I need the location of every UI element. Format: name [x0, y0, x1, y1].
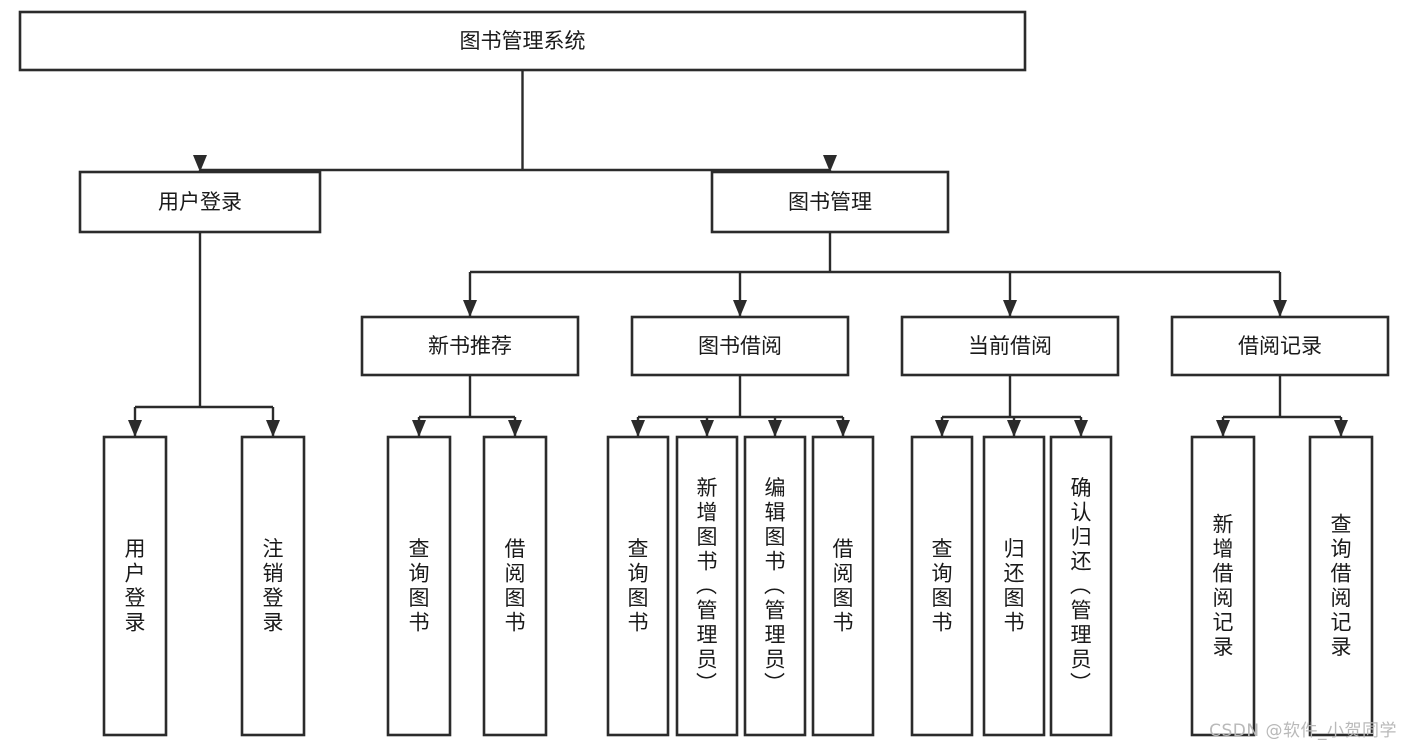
node-leaf-return-book[interactable]: 归还图书 — [982, 435, 1046, 737]
arrow-head-icon — [935, 420, 949, 437]
node-label: 查询图书 — [409, 537, 430, 635]
node-box — [482, 435, 548, 737]
node-box — [630, 315, 850, 377]
arrow-head-icon — [836, 420, 850, 437]
node-new-book-recommend[interactable]: 新书推荐 — [360, 315, 580, 377]
arrow-head-icon — [1074, 420, 1088, 437]
arrow-head-icon — [631, 420, 645, 437]
node-box — [1308, 435, 1374, 737]
node-box — [240, 435, 306, 737]
node-label: 查询图书 — [932, 537, 953, 635]
node-label: 借阅图书 — [833, 537, 854, 635]
node-label: 借阅记录 — [1238, 334, 1322, 358]
node-box — [811, 435, 875, 737]
watermark-text: CSDN @软件_小贺同学 — [1209, 721, 1397, 741]
node-label: 查询借阅记录 — [1331, 513, 1352, 660]
arrow-head-icon — [1334, 420, 1348, 437]
node-leaf-user-login[interactable]: 用户登录 — [102, 435, 168, 737]
node-leaf-confirm-return-admin[interactable]: 确认归还（管理员） — [1049, 435, 1113, 737]
arrow-head-icon — [412, 420, 426, 437]
node-leaf-logout-login[interactable]: 注销登录 — [240, 435, 306, 737]
node-root[interactable]: 图书管理系统 — [18, 10, 1027, 72]
node-box — [386, 435, 452, 737]
node-box — [743, 435, 807, 737]
node-book-borrow[interactable]: 图书借阅 — [630, 315, 850, 377]
node-box — [18, 10, 1027, 72]
diagram-nodes: 图书管理系统用户登录图书管理新书推荐图书借阅当前借阅借阅记录用户登录注销登录查询… — [18, 10, 1390, 737]
node-label: 查询图书 — [628, 537, 649, 635]
node-borrow-record[interactable]: 借阅记录 — [1170, 315, 1390, 377]
node-label: 图书管理系统 — [460, 29, 586, 53]
node-box — [1170, 315, 1390, 377]
node-box — [360, 315, 580, 377]
node-leaf-query-borrow-record[interactable]: 查询借阅记录 — [1308, 435, 1374, 737]
arrow-head-icon — [768, 420, 782, 437]
node-leaf-add-book-admin[interactable]: 新增图书（管理员） — [675, 435, 739, 737]
arrow-head-icon — [193, 155, 207, 172]
node-current-borrow[interactable]: 当前借阅 — [900, 315, 1120, 377]
node-box — [982, 435, 1046, 737]
arrow-head-icon — [1273, 300, 1287, 317]
arrow-head-icon — [463, 300, 477, 317]
node-label: 用户登录 — [158, 190, 242, 214]
node-label: 用户登录 — [125, 537, 146, 635]
node-box — [710, 170, 950, 234]
arrow-head-icon — [1007, 420, 1021, 437]
node-box — [606, 435, 670, 737]
node-label: 编辑图书（管理员） — [764, 476, 786, 696]
node-leaf-edit-book-admin[interactable]: 编辑图书（管理员） — [743, 435, 807, 737]
node-label: 借阅图书 — [505, 537, 526, 635]
node-box — [675, 435, 739, 737]
arrow-head-icon — [128, 420, 142, 437]
node-leaf-query-book-2[interactable]: 查询图书 — [606, 435, 670, 737]
arrow-head-icon — [733, 300, 747, 317]
node-leaf-borrow-book-2[interactable]: 借阅图书 — [811, 435, 875, 737]
node-label: 注销登录 — [263, 537, 284, 635]
node-box — [910, 435, 974, 737]
node-box — [1190, 435, 1256, 737]
node-box — [900, 315, 1120, 377]
node-leaf-query-book-3[interactable]: 查询图书 — [910, 435, 974, 737]
node-label: 图书管理 — [788, 190, 872, 214]
node-label: 图书借阅 — [698, 334, 782, 358]
arrow-head-icon — [700, 420, 714, 437]
connector-lines — [128, 70, 1348, 437]
node-user-login[interactable]: 用户登录 — [78, 170, 322, 234]
arrow-head-icon — [823, 155, 837, 172]
node-box — [102, 435, 168, 737]
node-label: 当前借阅 — [968, 334, 1052, 358]
node-label: 新书推荐 — [428, 334, 512, 358]
arrow-head-icon — [508, 420, 522, 437]
node-book-manage[interactable]: 图书管理 — [710, 170, 950, 234]
arrow-head-icon — [1003, 300, 1017, 317]
node-label: 确认归还（管理员） — [1070, 476, 1092, 696]
node-box — [78, 170, 322, 234]
node-leaf-borrow-book-1[interactable]: 借阅图书 — [482, 435, 548, 737]
node-leaf-query-book-1[interactable]: 查询图书 — [386, 435, 452, 737]
node-box — [1049, 435, 1113, 737]
node-label: 归还图书 — [1004, 537, 1025, 635]
arrow-head-icon — [266, 420, 280, 437]
arrow-head-icon — [1216, 420, 1230, 437]
node-label: 新增图书（管理员） — [696, 476, 718, 696]
node-leaf-add-borrow-record[interactable]: 新增借阅记录 — [1190, 435, 1256, 737]
node-label: 新增借阅记录 — [1213, 513, 1234, 660]
